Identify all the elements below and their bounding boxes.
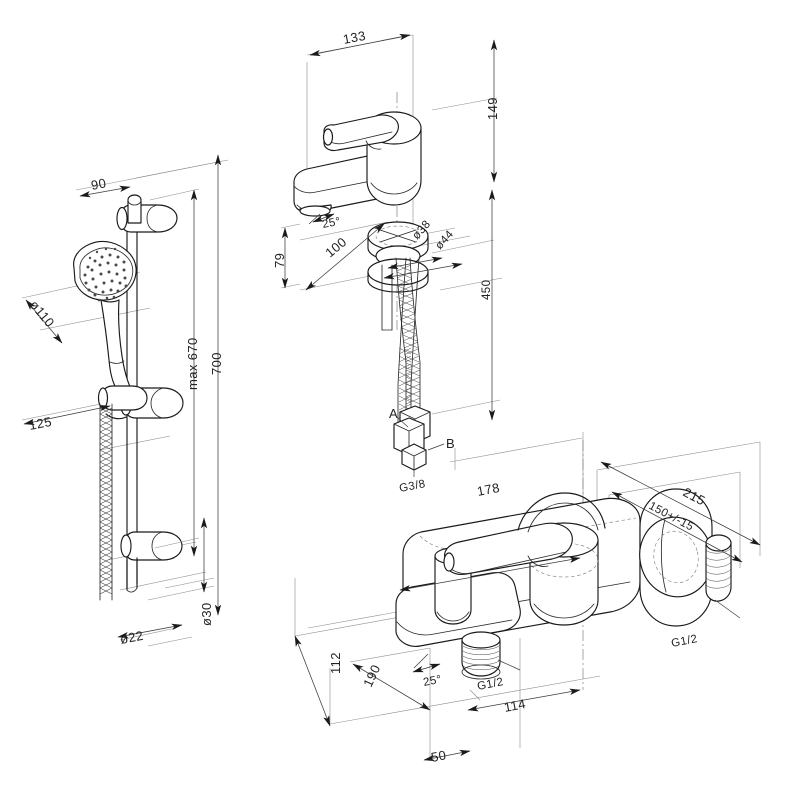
label-B-text: B — [446, 436, 455, 451]
dimension-190-label: 190 — [360, 662, 383, 689]
label-B: B — [427, 436, 455, 451]
view-shower-rail-set: 90 ø110 125 max 670 700 — [21, 154, 229, 647]
dimension-133-label: 133 — [342, 28, 367, 47]
dimension-90: 90 — [79, 175, 131, 198]
dimension-25deg-basin-label: 25° — [321, 216, 342, 231]
hose-braid-texture — [99, 407, 113, 595]
dimension-112-label: 112 — [328, 652, 343, 674]
dimension-79-label: 79 — [272, 253, 287, 268]
view-basin-mixer: 133 149 25° 79 100 — [272, 28, 503, 495]
basin-mixer-lever — [322, 114, 399, 152]
dimension-max670-label: max 670 — [185, 337, 200, 390]
dimension-30: ø30 — [199, 517, 214, 626]
dimension-190: 190 — [352, 662, 431, 711]
dimension-149: 149 — [485, 39, 500, 183]
dimension-90-label: 90 — [90, 175, 108, 193]
shower-flexible-hose — [99, 403, 113, 601]
dimension-114-label: 114 — [503, 696, 527, 715]
label-G12-inlet: G1/2 — [670, 599, 741, 650]
dimension-149-label: 149 — [485, 97, 500, 120]
hand-shower — [73, 240, 148, 411]
dimension-50-label: 50 — [430, 747, 448, 765]
dimension-125: 125 — [23, 404, 111, 433]
dimension-22-label: ø22 — [119, 628, 145, 647]
dimension-22: ø22 — [117, 623, 183, 647]
dimension-25deg-bath: 25° — [412, 653, 443, 689]
shower-upper-bracket — [116, 194, 178, 233]
shower-lower-bracket — [120, 531, 183, 593]
view-bath-mixer: 178 215 150+/-15 112 190 — [294, 432, 761, 765]
label-G12-inlet-text: G1/2 — [670, 633, 698, 650]
label-A-text: A — [389, 406, 398, 421]
dimension-450-label: 450 — [481, 280, 493, 300]
basin-hose-fittings — [393, 405, 431, 471]
dimension-50: 50 — [423, 747, 471, 765]
dimension-25deg-bath-label: 25° — [422, 674, 443, 689]
dimension-max670: max 670 — [149, 188, 200, 557]
dimension-110-label: ø110 — [27, 297, 58, 330]
dimension-79: 79 — [272, 227, 289, 289]
dimension-700-label: 700 — [209, 352, 224, 375]
label-G38-text: G3/8 — [398, 478, 426, 495]
dimension-700: 700 — [209, 154, 224, 616]
dimension-100: 100 — [305, 223, 385, 291]
dimension-30-label: ø30 — [199, 602, 214, 626]
dimension-110: ø110 — [25, 297, 63, 344]
dimension-178: 178 — [399, 480, 581, 592]
dimension-125-label: 125 — [28, 414, 53, 433]
dimension-178-label: 178 — [476, 480, 501, 499]
dimension-133: 133 — [309, 28, 411, 57]
dimension-112: 112 — [294, 635, 343, 727]
dimension-450: 450 — [481, 189, 496, 421]
spray-nozzle-pattern — [83, 247, 128, 302]
label-G38: G3/8 — [398, 470, 427, 495]
dimension-114: 114 — [467, 688, 581, 715]
aerator-thread-texture — [462, 645, 500, 670]
label-A: A — [389, 406, 409, 428]
